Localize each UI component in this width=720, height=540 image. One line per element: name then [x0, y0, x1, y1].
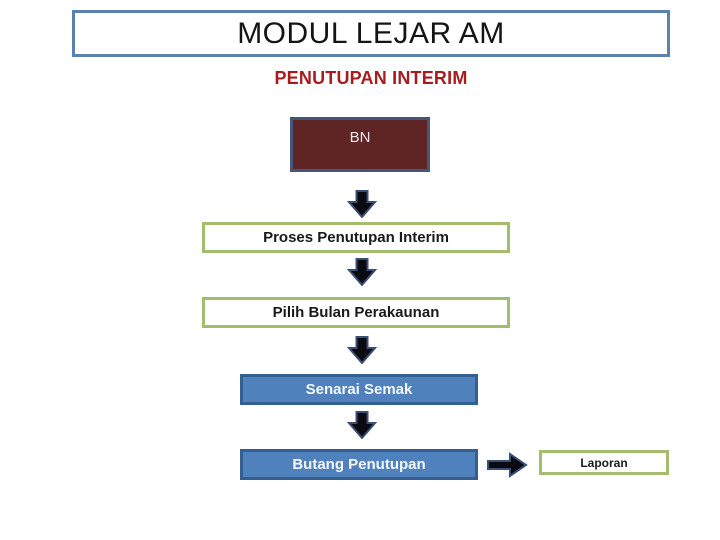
flow-node-laporan-label: Laporan — [580, 455, 628, 470]
arrow-down-icon — [346, 190, 378, 219]
slide-title-box: MODUL LEJAR AM — [72, 10, 670, 57]
flow-node-laporan: Laporan — [539, 450, 669, 475]
flow-node-butang: Butang Penutupan — [240, 449, 478, 480]
flow-node-senarai: Senarai Semak — [240, 374, 478, 405]
flow-node-senarai-label: Senarai Semak — [305, 381, 413, 398]
flow-node-proses: Proses Penutupan Interim — [202, 222, 510, 253]
arrow-down-icon — [346, 336, 378, 365]
arrow-right-icon — [487, 452, 528, 478]
slide-subtitle: PENUTUPAN INTERIM — [274, 68, 468, 88]
page-title: MODUL LEJAR AM — [237, 16, 505, 50]
flow-node-butang-label: Butang Penutupan — [292, 456, 426, 473]
arrow-down-icon — [346, 258, 378, 287]
flow-node-pilih: Pilih Bulan Perakaunan — [202, 297, 510, 328]
flow-node-bn-label: BN — [349, 129, 371, 146]
arrow-down-icon — [346, 411, 378, 440]
flow-node-pilih-label: Pilih Bulan Perakaunan — [272, 304, 440, 321]
flow-node-bn: BN — [290, 117, 430, 172]
flow-node-proses-label: Proses Penutupan Interim — [263, 229, 449, 246]
